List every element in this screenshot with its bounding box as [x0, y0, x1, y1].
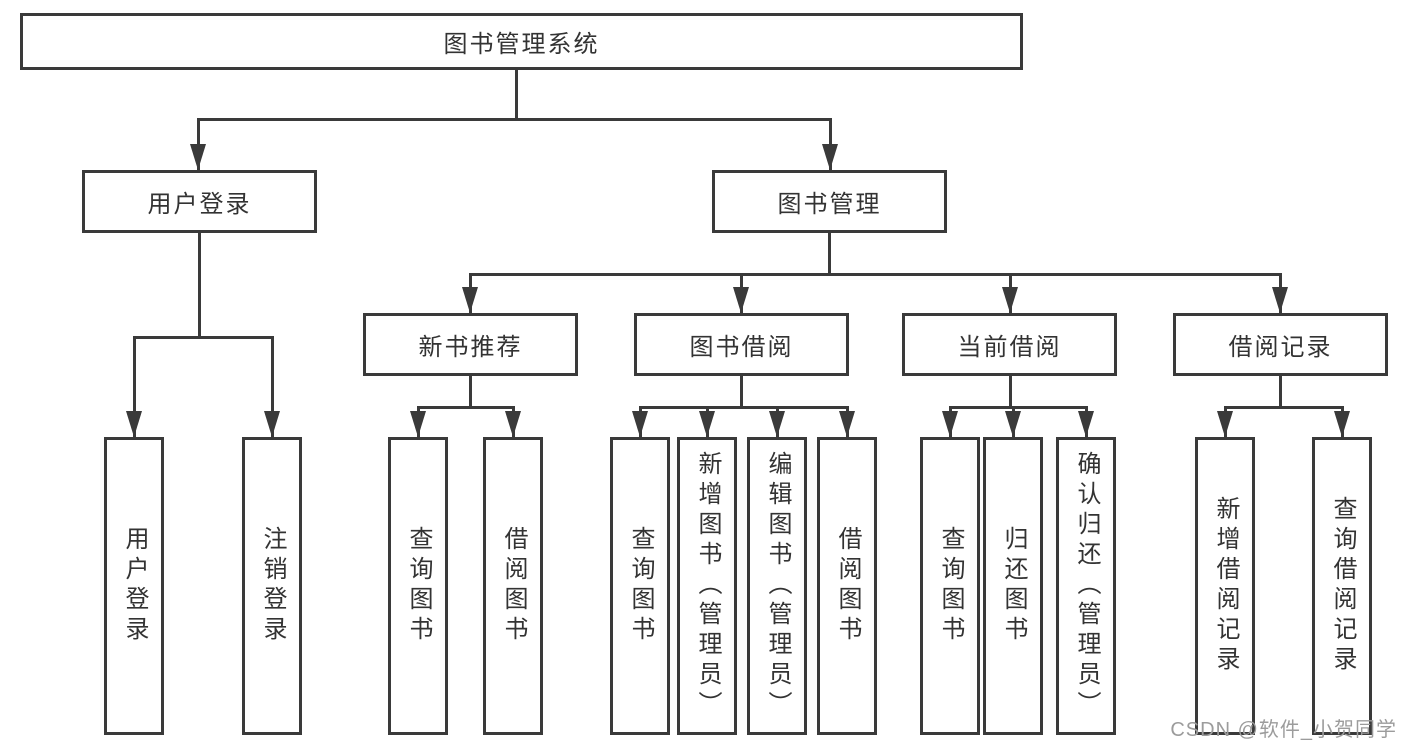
node-label: 借阅图书 [500, 526, 527, 646]
watermark: CSDN @软件_小贺同学 [1170, 719, 1397, 741]
node-add-books-admin: 新增图书（管理员） [677, 437, 737, 735]
connector-user-login-stem [198, 233, 201, 336]
node-label: 查询图书 [405, 526, 432, 646]
node-query-books: 查询图书 [610, 437, 670, 735]
node-logout-login: 注销登录 [242, 437, 302, 735]
connector-book-mgmt-rail [469, 273, 1281, 276]
arrowhead-icon [942, 411, 958, 437]
node-label: 图书借阅 [689, 334, 794, 361]
node-add-borrow-record: 新增借阅记录 [1195, 437, 1255, 735]
node-label: 新增借阅记录 [1212, 496, 1239, 676]
arrowhead-icon [1005, 411, 1021, 437]
node-label: 编辑图书（管理员） [764, 451, 791, 721]
node-label: 新书推荐 [418, 334, 523, 361]
node-label: 查询借阅记录 [1329, 496, 1356, 676]
connector-book-borrow-stem [740, 376, 743, 406]
node-query-borrow-record: 查询借阅记录 [1312, 437, 1372, 735]
node-book-borrowing: 图书借阅 [634, 313, 849, 376]
connector-root-stem [515, 70, 518, 119]
node-user-login-group: 用户登录 [82, 170, 317, 233]
arrowhead-icon [822, 144, 838, 170]
connector-new-book-rail [417, 406, 514, 409]
arrowhead-icon [410, 411, 426, 437]
node-label: 当前借阅 [957, 334, 1062, 361]
node-book-management: 图书管理 [712, 170, 947, 233]
node-label: 新增图书（管理员） [694, 451, 721, 721]
connector-root-rail [197, 118, 831, 121]
node-label: 图书管理系统 [443, 31, 600, 58]
arrowhead-icon [1334, 411, 1350, 437]
node-label: 查询图书 [937, 526, 964, 646]
node-borrow-books: 借阅图书 [483, 437, 543, 735]
node-label: 确认归还（管理员） [1073, 451, 1100, 721]
node-label: 图书管理 [777, 191, 882, 218]
arrowhead-icon [126, 411, 142, 437]
arrowhead-icon [632, 411, 648, 437]
arrowhead-icon [1002, 287, 1018, 313]
arrowhead-icon [264, 411, 280, 437]
connector-current-borrow-rail [949, 406, 1087, 409]
connector-new-book-stem [469, 376, 472, 406]
node-query-books: 查询图书 [388, 437, 448, 735]
node-confirm-return-admin: 确认归还（管理员） [1056, 437, 1116, 735]
node-label: 借阅记录 [1228, 334, 1333, 361]
connector-book-mgmt-stem [828, 233, 831, 273]
node-edit-books-admin: 编辑图书（管理员） [747, 437, 807, 735]
node-new-book-recommend: 新书推荐 [363, 313, 578, 376]
node-label: 用户登录 [121, 526, 148, 646]
node-label: 注销登录 [259, 526, 286, 646]
connector-to-logout-leaf [271, 336, 274, 437]
node-current-borrowing: 当前借阅 [902, 313, 1117, 376]
node-label: 借阅图书 [834, 526, 861, 646]
node-label: 归还图书 [1000, 526, 1027, 646]
connector-user-login-rail [133, 336, 273, 339]
node-library-system: 图书管理系统 [20, 13, 1023, 70]
node-borrow-books: 借阅图书 [817, 437, 877, 735]
arrowhead-icon [1078, 411, 1094, 437]
connector-borrow-records-stem [1279, 376, 1282, 406]
node-return-books: 归还图书 [983, 437, 1043, 735]
node-user-login: 用户登录 [104, 437, 164, 735]
node-borrowing-records: 借阅记录 [1173, 313, 1388, 376]
node-query-books: 查询图书 [920, 437, 980, 735]
arrowhead-icon [505, 411, 521, 437]
connector-borrow-records-rail [1224, 406, 1343, 409]
arrowhead-icon [1272, 287, 1288, 313]
arrowhead-icon [462, 287, 478, 313]
arrowhead-icon [699, 411, 715, 437]
connector-current-borrow-stem [1009, 376, 1012, 406]
arrowhead-icon [733, 287, 749, 313]
node-label: 查询图书 [627, 526, 654, 646]
node-label: 用户登录 [147, 191, 252, 218]
arrowhead-icon [769, 411, 785, 437]
arrowhead-icon [1217, 411, 1233, 437]
arrowhead-icon [839, 411, 855, 437]
connector-to-user-login-leaf [133, 336, 136, 437]
connector-book-borrow-rail [639, 406, 848, 409]
arrowhead-icon [190, 144, 206, 170]
